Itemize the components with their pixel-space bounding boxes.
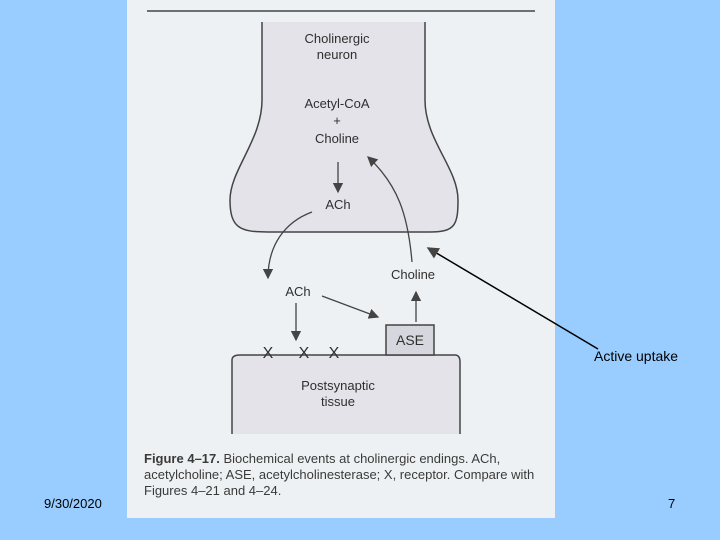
ase-label: ASE [386,332,434,348]
choline-in-cleft-label: Choline [378,267,448,283]
receptor-x-1: X [260,346,276,362]
figure-caption: Figure 4–17. Biochemical events at choli… [144,451,540,499]
footer-date: 9/30/2020 [44,496,102,511]
footer-page-number: 7 [668,496,675,511]
arrow-ach-to-ase [322,296,378,317]
acetyl-coa-label: Acetyl-CoA [282,96,392,112]
neuron-title: Cholinergic neuron [282,31,392,63]
choline-in-neuron-label: Choline [282,131,392,147]
annotation-pointer-line [428,248,598,349]
ach-in-cleft-label: ACh [273,284,323,300]
tissue-line1: Postsynaptic [283,378,393,394]
caption-prefix: Figure 4–17. [144,451,220,466]
neuron-title-line1: Cholinergic [282,31,392,47]
neuron-title-line2: neuron [282,47,392,63]
ach-in-neuron-label: ACh [313,197,363,213]
postsynaptic-tissue-label: Postsynaptic tissue [283,378,393,410]
receptor-x-2: X [296,346,312,362]
tissue-line2: tissue [283,394,393,410]
plus-sign: + [282,113,392,129]
active-uptake-label: Active uptake [594,348,678,364]
receptor-x-3: X [326,346,342,362]
